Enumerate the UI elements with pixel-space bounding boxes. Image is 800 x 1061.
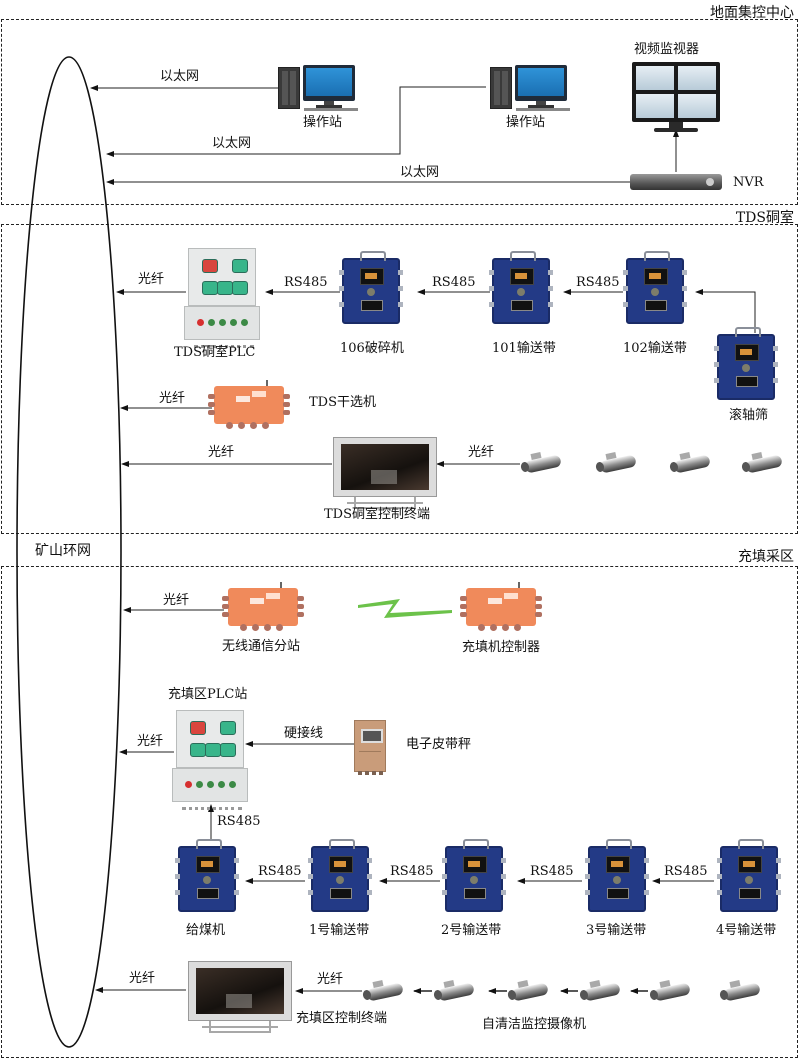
tds-plc-cabinet[interactable] — [184, 248, 260, 348]
conveyor-3-control-box[interactable] — [585, 839, 649, 912]
zone-title-tds: TDS硐室 — [735, 210, 794, 226]
link-label-ethernet-3: 以太网 — [400, 165, 440, 180]
pc-tower-icon — [490, 67, 512, 109]
operator-station-1[interactable] — [278, 65, 368, 111]
wireless-link-icon — [358, 599, 452, 618]
link-label-101-rs485: RS485 — [432, 275, 476, 290]
zone-tds-chamber — [1, 224, 798, 534]
video-monitor[interactable] — [632, 62, 720, 134]
link-label-c3-rs485: RS485 — [530, 864, 574, 879]
nvr-label: NVR — [733, 175, 764, 190]
tds-control-terminal-label: TDS硐室控制终端 — [324, 507, 430, 522]
conveyor-1-label: 1号输送带 — [309, 923, 370, 938]
tds-control-terminal[interactable] — [333, 437, 437, 497]
filling-control-terminal[interactable] — [188, 961, 292, 1021]
pc-monitor-icon — [515, 65, 567, 101]
ring-network-label: 矿山环网 — [35, 543, 91, 559]
tds-camera-4[interactable] — [741, 452, 786, 474]
link-label-hardwire: 硬接线 — [284, 726, 324, 741]
operator-station-1-label: 操作站 — [303, 115, 343, 130]
filling-camera-5[interactable] — [649, 980, 694, 1002]
conveyor-2-label: 2号输送带 — [441, 923, 502, 938]
link-label-filling-terminal-fiber: 光纤 — [129, 971, 156, 986]
filling-control-terminal-label: 充填区控制终端 — [296, 1011, 388, 1026]
zone-surface-control-center — [1, 19, 798, 205]
link-label-tds-camera-fiber: 光纤 — [468, 445, 495, 460]
link-label-c1-rs485: RS485 — [258, 864, 302, 879]
tds-plc-label: TDS硐室PLC — [174, 345, 256, 360]
zone-title-surface: 地面集控中心 — [710, 5, 794, 21]
conveyor-4-label: 4号输送带 — [716, 923, 777, 938]
operator-station-2[interactable] — [490, 65, 580, 111]
tds-camera-3[interactable] — [669, 452, 714, 474]
roller-screen-control-box[interactable] — [714, 327, 778, 400]
video-monitor-label: 视频监视器 — [634, 42, 700, 57]
link-label-ethernet-2: 以太网 — [212, 136, 252, 151]
link-label-tds-terminal-fiber: 光纤 — [208, 445, 235, 460]
tds-camera-1[interactable] — [520, 452, 565, 474]
link-label-102-rs485: RS485 — [576, 275, 620, 290]
zone-title-filling: 充填采区 — [738, 549, 794, 565]
tds-camera-2[interactable] — [595, 452, 640, 474]
wire-screen-rs485 — [695, 289, 756, 333]
conveyor-101-label: 101输送带 — [492, 341, 556, 356]
link-label-feeder-rs485: RS485 — [217, 814, 261, 829]
link-label-crusher-rs485: RS485 — [284, 275, 328, 290]
self-cleaning-cameras-label: 自清洁监控摄像机 — [482, 1017, 587, 1032]
mine-ring-network — [16, 56, 122, 1048]
link-label-separator-fiber: 光纤 — [159, 391, 186, 406]
filling-camera-1[interactable] — [362, 980, 407, 1002]
pc-tower-icon — [278, 67, 300, 109]
feeder-label: 给煤机 — [186, 923, 226, 938]
roller-screen-label: 滚轴筛 — [729, 408, 769, 423]
conveyor-101-control-box[interactable] — [489, 251, 553, 324]
crusher-106-control-box[interactable] — [339, 251, 403, 324]
video-wall-icon — [632, 62, 720, 122]
belt-scale[interactable] — [354, 720, 386, 775]
nvr-device[interactable] — [630, 174, 722, 190]
filler-controller[interactable] — [460, 582, 542, 631]
tds-dry-separator[interactable] — [208, 380, 290, 429]
operator-station-2-label: 操作站 — [506, 115, 546, 130]
link-label-filling-camera-fiber: 光纤 — [317, 972, 344, 987]
filling-plc-cabinet[interactable] — [172, 710, 248, 810]
link-label-wireless-fiber: 光纤 — [163, 593, 190, 608]
belt-scale-label: 电子皮带秤 — [406, 737, 472, 752]
link-label-c2-rs485: RS485 — [390, 864, 434, 879]
link-label-filling-plc-fiber: 光纤 — [137, 734, 164, 749]
pc-monitor-icon — [303, 65, 355, 101]
filling-camera-6[interactable] — [719, 980, 764, 1002]
filling-camera-4[interactable] — [579, 980, 624, 1002]
wireless-substation-label: 无线通信分站 — [222, 639, 301, 654]
link-label-tds-plc-fiber: 光纤 — [138, 272, 165, 287]
conveyor-1-control-box[interactable] — [308, 839, 372, 912]
feeder-control-box[interactable] — [175, 839, 239, 912]
crusher-106-label: 106破碎机 — [340, 341, 404, 356]
link-label-ethernet-1: 以太网 — [160, 69, 200, 84]
conveyor-102-control-box[interactable] — [623, 251, 687, 324]
filling-plc-station-label: 充填区PLC站 — [168, 687, 248, 702]
tds-dry-separator-label: TDS干选机 — [309, 395, 376, 410]
conveyor-102-label: 102输送带 — [623, 341, 687, 356]
filler-controller-label: 充填机控制器 — [462, 640, 541, 655]
filling-camera-3[interactable] — [507, 980, 552, 1002]
zone-filling-area — [1, 566, 798, 1058]
conveyor-3-label: 3号输送带 — [586, 923, 647, 938]
filling-camera-2[interactable] — [433, 980, 478, 1002]
link-label-c4-rs485: RS485 — [664, 864, 708, 879]
wireless-substation[interactable] — [222, 582, 304, 631]
wire-ethernet-2 — [106, 86, 486, 157]
conveyor-4-control-box[interactable] — [717, 839, 781, 912]
conveyor-2-control-box[interactable] — [442, 839, 506, 912]
